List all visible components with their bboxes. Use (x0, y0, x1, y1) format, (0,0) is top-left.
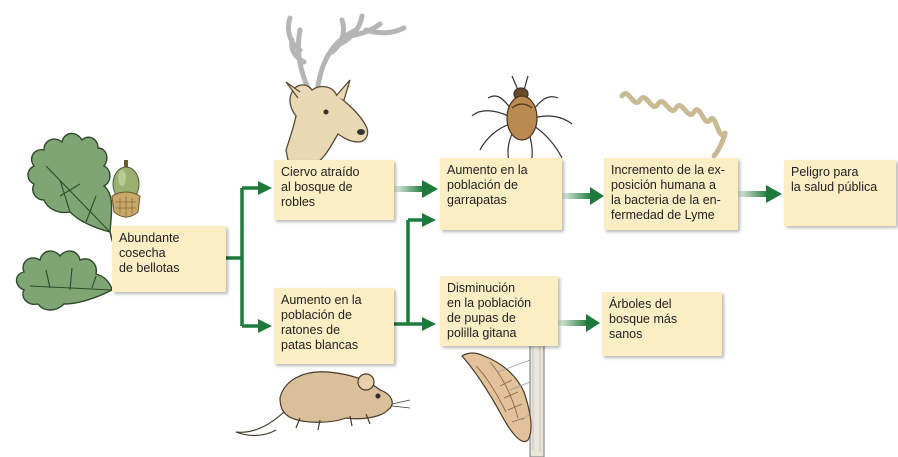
deer-illustration (286, 16, 404, 171)
mouse-illustration (236, 372, 410, 436)
arrow-ticks-lyme (562, 193, 592, 199)
node-acorns: Abundante cosecha de bellotas (112, 226, 226, 292)
arrow-deer-ticks (394, 186, 424, 192)
arrowhead-lyme (590, 187, 604, 205)
arrowhead-mice (258, 319, 272, 333)
acorn-illustration (112, 160, 140, 218)
node-moth: Disminución en la población de pupas de … (440, 276, 558, 346)
arrow-lyme-health (738, 191, 768, 197)
arrowhead-deer (258, 181, 272, 195)
node-health: Peligro para la salud pública (784, 160, 896, 226)
node-trees: Árboles del bosque más sanos (602, 292, 722, 356)
arrowhead-trees (586, 314, 600, 332)
oak-leaf-lower (17, 251, 113, 310)
gypsy-moth-pupa-illustration (462, 330, 544, 457)
node-mice: Aumento en la población de ratones de pa… (274, 288, 394, 364)
arrowhead-ticks-lower (422, 213, 436, 227)
tick-illustration (472, 76, 572, 168)
oak-leaf-upper (28, 133, 112, 232)
arrowhead-ticks-top (422, 180, 438, 198)
oak-leaves-illustration (17, 133, 119, 310)
spirochete-illustration (622, 94, 725, 156)
node-ticks: Aumento en la población de garrapatas (440, 158, 562, 230)
node-lyme: Incremento de la ex- posición humana a l… (604, 158, 738, 230)
arrowhead-health (766, 185, 782, 203)
node-deer: Ciervo atraído al bosque de robles (274, 160, 394, 220)
arrowhead-moth (422, 317, 436, 331)
arrow-moth-trees (558, 320, 588, 326)
